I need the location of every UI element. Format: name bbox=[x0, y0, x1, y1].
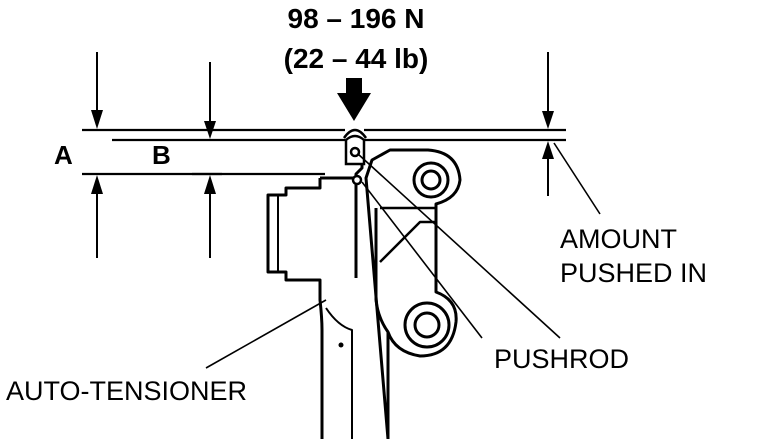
amount-pushed-in-label-line2: PUSHED IN bbox=[560, 258, 707, 288]
pushrod-tip-arc bbox=[342, 128, 368, 139]
load-newtons-label: 98 – 196 N bbox=[288, 3, 425, 34]
pushrod-label: PUSHROD bbox=[494, 344, 629, 374]
dimension-b-label: B bbox=[152, 140, 171, 170]
dimension-b-arrows bbox=[204, 62, 216, 258]
amount-pushed-in-arrows bbox=[542, 52, 554, 196]
auto-tensioner-body bbox=[266, 148, 462, 439]
amount-pushed-in-label-line1: AMOUNT bbox=[560, 224, 677, 254]
leader-lines bbox=[205, 142, 601, 369]
reference-lines bbox=[82, 128, 566, 176]
auto-tensioner-label: AUTO-TENSIONER bbox=[6, 376, 247, 406]
load-pounds-label: (22 – 44 lb) bbox=[284, 43, 429, 74]
dimension-a-arrows bbox=[91, 52, 103, 258]
load-arrow bbox=[337, 78, 371, 121]
dimension-a-label: A bbox=[54, 140, 73, 170]
